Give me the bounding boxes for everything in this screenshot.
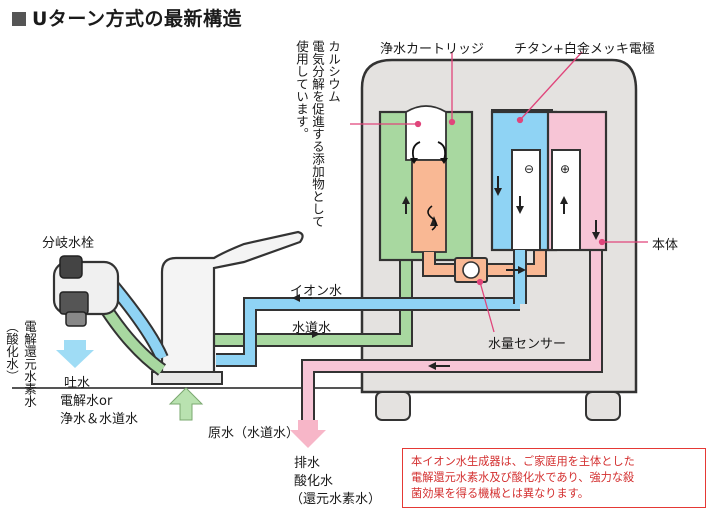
minus-electrode-symbol: ⊖ [524,162,535,176]
outlet-arrow-icon [56,340,94,368]
arrow-ion-left-icon [292,294,312,302]
arrow-ion-down-2-icon [516,196,524,214]
cartridge-top [405,105,447,161]
disclaimer-line-3: 菌効果を得る機械とは異なります。 [411,487,589,500]
arrow-pink-down-icon [592,220,600,240]
calcium-note-line-2: 電気分解を促進する添加物として [310,40,325,228]
branch-valve-handle [59,255,83,279]
branch-valve-outlet [65,311,87,327]
pointer-lines [350,51,648,333]
flow-sensor-dial [462,261,480,279]
cartridge-core [411,159,447,253]
disclaimer-line-1: 本イオン水生成器は、ご家庭用を主体とした [411,455,635,468]
cartridge-flow-left-icon [411,141,421,161]
left-vertical-line-2: （酸化水） [4,320,19,383]
flow-arrows [292,176,600,370]
faucet [160,230,304,380]
cartridge-flow-right-icon [437,141,447,161]
raw-water-arrow-icon [168,387,204,421]
arrow-ion-down-icon [494,176,502,196]
drain-arrow-icon [290,420,326,448]
pointer-electrode [519,51,583,121]
arrow-tap-right-icon [298,330,320,338]
tap-water-label: 水道水 [292,321,332,336]
ion-water-label: イオン水 [290,284,343,299]
core-swirl-icon [427,205,437,231]
page-title: Uターン方式の最新構造 [12,4,242,31]
cartridge-label: 浄水カートリッジ [380,42,485,57]
disclaimer-box: 本イオン水生成器は、ご家庭用を主体とした 電解還元水素水及び酸化水であり、強力な… [402,448,706,508]
flow-sensor-label: 水量センサー [488,337,567,352]
body-foot-left [375,391,411,421]
body-foot-right [585,391,621,421]
branch-valve-label: 分岐水栓 [42,236,95,251]
drain-line-3: （還元水素水） [290,492,382,507]
electrode-label: チタン+白金メッキ電極 [514,42,655,57]
spout-line-1: 吐水 [64,376,91,391]
left-vertical-line-1: 電解還元水素水 [22,320,37,408]
drain-line-1: 排水 [294,456,321,471]
plus-electrode-symbol: ⊕ [560,162,571,176]
main-body-label: 本体 [652,238,679,253]
drain-line-2: 酸化水 [294,474,334,489]
branch-valve-lever [59,291,89,315]
arrow-sensor-right-icon [506,266,526,274]
title-square-icon [12,12,26,26]
calcium-note-line-1: カルシウム [326,40,341,103]
faucet-base [151,371,223,385]
arrow-pink-up-icon [560,196,568,214]
arrow-tap-up-icon [402,196,410,214]
calcium-note-line-3: 使用しています。 [294,40,309,140]
spout-line-3: 浄水＆水道水 [60,412,139,427]
spout-line-2: 電解水or [60,394,113,409]
disclaimer-line-2: 電解還元水素水及び酸化水であり、強力な殺 [411,471,635,484]
arrow-drain-left-icon [428,362,450,370]
raw-water-label: 原水（水道水） [208,426,300,441]
pointer-sensor [479,281,495,333]
